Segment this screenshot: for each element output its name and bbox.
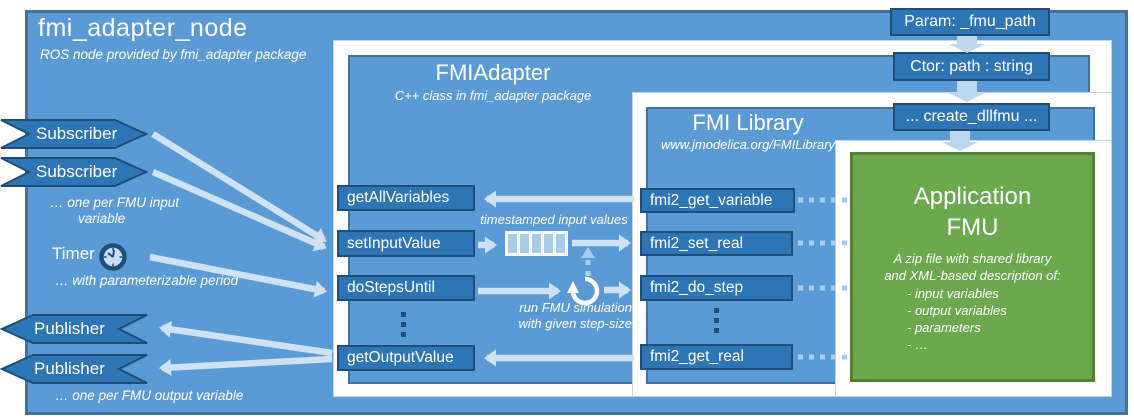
subscriber-label: Subscriber — [36, 162, 118, 181]
ellipsis-icon — [401, 312, 407, 337]
library-title: FMI Library — [692, 110, 804, 135]
chevron-right-shape — [0, 157, 148, 187]
publisher-chevron-1: Publisher — [0, 314, 148, 344]
subscriber-chevron-2: Subscriber — [0, 157, 148, 187]
fmu-title-line2: FMU — [946, 214, 999, 241]
subscriber-note: … one per FMU input variable — [50, 195, 180, 226]
fmu-item-list: - input variables - output variables - p… — [907, 285, 1092, 353]
fmu-description: A zip file with shared library and XML-b… — [853, 250, 1092, 284]
input-queue-icon — [505, 231, 568, 256]
fmu-item: - … — [907, 337, 928, 352]
function-fmi2-get-real: fmi2_get_real — [640, 344, 793, 370]
chevron-left-shape — [0, 314, 148, 344]
publisher-label: Publisher — [34, 359, 105, 378]
application-fmu-box: Application FMU A zip file with shared l… — [850, 152, 1095, 382]
publisher-label: Publisher — [34, 319, 105, 338]
function-fmi2-set-real: fmi2_set_real — [640, 231, 793, 256]
fmu-desc-line1: A zip file with shared library — [893, 251, 1052, 266]
function-fmi2-do-step: fmi2_do_step — [640, 275, 793, 301]
loop-note: run FMU simulation with given step-size — [498, 300, 632, 332]
loop-note-line2: with given step-size — [518, 316, 632, 331]
method-setinputvalue: setInputValue — [337, 230, 475, 257]
node-subtitle: ROS node provided by fmi_adapter package — [40, 47, 307, 62]
publisher-note: … one per FMU output variable — [55, 388, 244, 403]
param-fmu-path-box: Param: _fmu_path — [890, 8, 1050, 36]
library-subtitle: www.jmodelica.org/FMILibrary — [660, 137, 836, 152]
fmu-item: - output variables — [907, 303, 1007, 318]
timer-note: … with parameterizable period — [55, 273, 239, 288]
fmu-title-line1: Application — [913, 183, 1032, 210]
timer-label: Timer — [52, 244, 95, 263]
ellipsis-icon — [714, 308, 720, 333]
method-getoutputvalue: getOutputValue — [337, 345, 475, 371]
loop-note-line1: run FMU simulation — [519, 300, 632, 315]
chevron-left-shape — [0, 354, 148, 384]
clock-icon — [99, 243, 127, 271]
node-title: fmi_adapter_node — [38, 14, 248, 42]
function-fmi2-get-variable: fmi2_get_variable — [640, 188, 795, 213]
publisher-chevron-2: Publisher — [0, 354, 148, 384]
adapter-title: FMIAdapter — [435, 60, 551, 85]
ctor-path-string-box: Ctor: path : string — [893, 52, 1050, 81]
fmu-item: - parameters — [907, 320, 981, 335]
fmu-item: - input variables — [907, 286, 999, 301]
method-dostepsuntil: doStepsUntil — [337, 275, 475, 301]
adapter-subtitle: C++ class in fmi_adapter package — [394, 88, 592, 103]
queue-note: timestamped input values — [480, 212, 628, 227]
fmu-desc-line2: and XML-based description of: — [884, 268, 1061, 283]
subscriber-label: Subscriber — [36, 124, 118, 143]
method-getallvariables: getAllVariables — [337, 185, 475, 211]
create-dllfmu-box: ... create_dllfmu ... — [893, 103, 1050, 131]
subscriber-chevron-1: Subscriber — [0, 119, 148, 149]
fmu-title: Application FMU — [853, 181, 1092, 243]
chevron-right-shape — [0, 119, 148, 149]
